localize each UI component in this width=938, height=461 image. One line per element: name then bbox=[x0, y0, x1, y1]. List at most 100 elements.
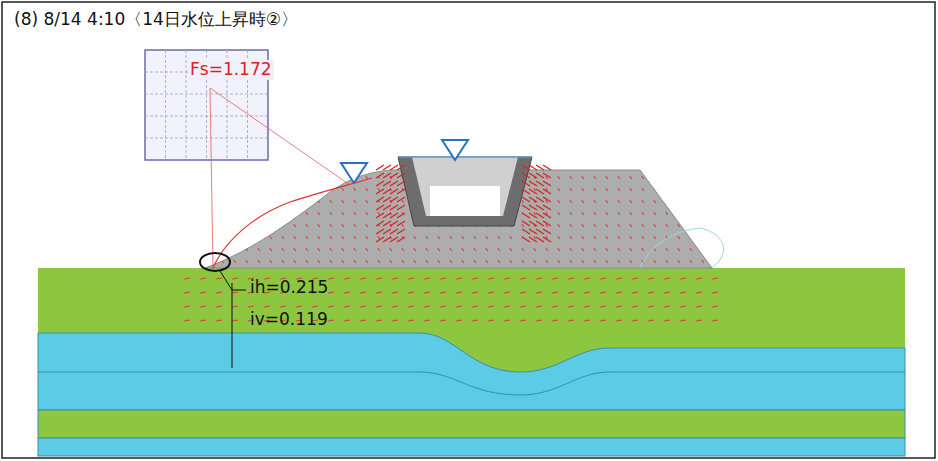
vector-dot bbox=[282, 260, 284, 263]
vector-dot bbox=[642, 200, 644, 203]
vector-dot bbox=[630, 188, 632, 191]
vector-arrow bbox=[536, 197, 544, 202]
vector-dot bbox=[680, 278, 686, 279]
vector-dot bbox=[618, 188, 620, 191]
vector-dot bbox=[184, 306, 190, 307]
vector-dot bbox=[342, 176, 344, 179]
vector-dot bbox=[654, 236, 656, 239]
vector-arrow bbox=[543, 205, 551, 210]
vector-dot bbox=[392, 292, 398, 293]
vector-arrow bbox=[543, 189, 551, 194]
vector-dot bbox=[330, 176, 332, 179]
vector-dot bbox=[472, 292, 478, 293]
vector-dot bbox=[426, 248, 428, 251]
vector-dot bbox=[520, 278, 526, 279]
vector-dot bbox=[366, 212, 368, 215]
vector-dot bbox=[568, 320, 574, 321]
vector-dot bbox=[582, 224, 584, 227]
vector-dot bbox=[654, 260, 656, 263]
vector-dot bbox=[216, 306, 222, 307]
vector-dot bbox=[678, 224, 680, 227]
vector-dot bbox=[232, 320, 238, 321]
vector-dot bbox=[594, 200, 596, 203]
vector-dot bbox=[594, 236, 596, 239]
vector-arrow bbox=[543, 221, 551, 226]
vector-dot bbox=[200, 306, 206, 307]
vector-dot bbox=[246, 188, 248, 191]
vector-dot bbox=[536, 320, 542, 321]
slip-circle bbox=[213, 178, 372, 268]
vector-dot bbox=[678, 248, 680, 251]
seepage-vectors bbox=[376, 165, 551, 242]
vector-dot bbox=[690, 224, 692, 227]
vector-dot bbox=[440, 306, 446, 307]
vector-arrow bbox=[536, 181, 544, 186]
vector-dot bbox=[702, 248, 704, 251]
vector-dot bbox=[712, 292, 718, 293]
vector-dot bbox=[318, 260, 320, 263]
vector-dot bbox=[222, 188, 224, 191]
vector-dot bbox=[270, 224, 272, 227]
vector-dot bbox=[520, 292, 526, 293]
vector-dot bbox=[210, 212, 212, 215]
vector-dot bbox=[294, 248, 296, 251]
vector-dot bbox=[702, 212, 704, 215]
vector-dot bbox=[582, 248, 584, 251]
vector-arrow bbox=[383, 173, 391, 178]
vector-dot bbox=[456, 306, 462, 307]
vector-dot bbox=[552, 292, 558, 293]
vector-dot bbox=[600, 292, 606, 293]
vector-dot bbox=[216, 292, 222, 293]
vector-dot bbox=[680, 306, 686, 307]
vector-dot bbox=[366, 200, 368, 203]
vector-dot bbox=[328, 320, 334, 321]
vector-dot bbox=[534, 260, 536, 263]
vector-arrow bbox=[383, 213, 391, 218]
vector-dot bbox=[246, 236, 248, 239]
vector-dot bbox=[488, 320, 494, 321]
vector-dot bbox=[378, 236, 380, 239]
vector-dot bbox=[366, 224, 368, 227]
vector-dot bbox=[246, 248, 248, 251]
vector-dot bbox=[328, 292, 334, 293]
vector-dot bbox=[696, 278, 702, 279]
vector-dot bbox=[606, 260, 608, 263]
vector-dot bbox=[504, 278, 510, 279]
vector-dot bbox=[282, 176, 284, 179]
vector-dot bbox=[654, 188, 656, 191]
slip-circle bbox=[640, 228, 724, 268]
vector-arrow bbox=[383, 189, 391, 194]
vector-dot bbox=[664, 278, 670, 279]
vector-dot bbox=[522, 248, 524, 251]
vector-arrow bbox=[543, 181, 551, 186]
vector-dot bbox=[616, 306, 622, 307]
vector-dot bbox=[666, 212, 668, 215]
vector-arrow bbox=[390, 173, 398, 178]
vector-arrow bbox=[397, 221, 405, 226]
vector-dot bbox=[606, 200, 608, 203]
vector-dot bbox=[232, 306, 238, 307]
gradient-value: ih=0.215 bbox=[248, 278, 330, 298]
vector-dot bbox=[408, 278, 414, 279]
vector-dot bbox=[510, 236, 512, 239]
vector-dot bbox=[630, 236, 632, 239]
vector-dot bbox=[666, 224, 668, 227]
vector-dot bbox=[534, 248, 536, 251]
vector-dot bbox=[606, 188, 608, 191]
vector-dot bbox=[294, 188, 296, 191]
vector-dot bbox=[616, 278, 622, 279]
vector-dot bbox=[498, 260, 500, 263]
vector-dot bbox=[664, 292, 670, 293]
vector-dot bbox=[376, 292, 382, 293]
vector-dot bbox=[366, 260, 368, 263]
vector-dot bbox=[568, 292, 574, 293]
vector-dot bbox=[342, 248, 344, 251]
vector-dot bbox=[534, 188, 536, 191]
vector-dot bbox=[472, 278, 478, 279]
vector-dot bbox=[378, 248, 380, 251]
vector-dot bbox=[702, 200, 704, 203]
vector-dot bbox=[270, 236, 272, 239]
vector-dot bbox=[378, 212, 380, 215]
vector-dot bbox=[582, 236, 584, 239]
